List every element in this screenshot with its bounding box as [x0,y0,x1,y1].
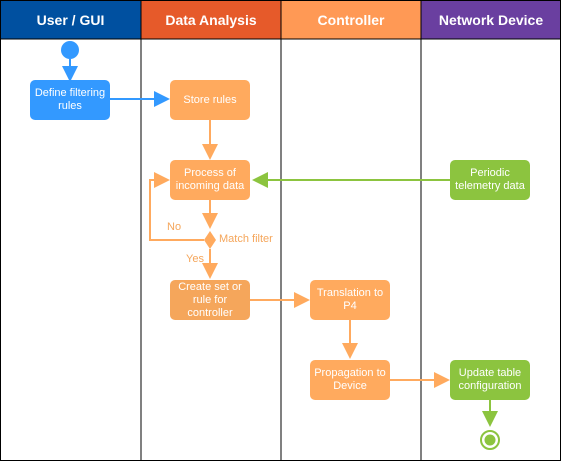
label-yes: Yes [186,253,204,265]
node-propagation-to-device: Propagation to Device [310,360,390,400]
node-store-rules: Store rules [170,80,250,120]
decision-diamond [204,231,216,249]
label-match-filter: Match filter [219,233,273,245]
node-translation-p4: Translation to P4 [310,280,390,320]
arrow-no-loop [149,172,204,241]
node-define-filtering-rules: Define filtering rules [30,80,110,120]
end-node-core [484,434,496,446]
lane-header-user-gui: User / GUI [0,0,141,39]
lane-header-controller: Controller [281,0,421,39]
label-no: No [167,221,182,233]
node-create-rule: Create set or rule for controller [170,280,250,320]
node-periodic-telemetry: Periodic telemetry data [450,160,530,200]
start-node [61,41,79,59]
node-update-table-configuration: Update table configuration [450,360,530,400]
lane-header-network-device: Network Device [421,0,561,39]
lane-header-data-analysis: Data Analysis [141,0,281,39]
node-process-incoming-data: Process of incoming data [170,160,250,200]
